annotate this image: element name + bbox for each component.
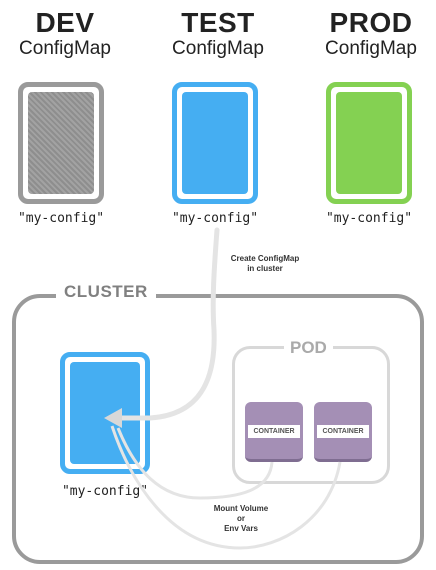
test-config-name: "my-config" [171,211,259,226]
env-test-title: TEST [181,7,255,38]
prod-configmap-card [326,82,412,204]
test-configmap-fill [182,92,248,194]
mount-note-line3: Env Vars [224,524,258,533]
dev-config-name: "my-config" [17,211,105,226]
create-note-line1: Create ConfigMap [230,254,300,263]
pod-label: POD [284,338,333,358]
env-prod-kind: ConfigMap [325,38,417,59]
dev-configmap-card [18,82,104,204]
create-configmap-note: Create ConfigMap in cluster [210,254,320,274]
dev-configmap-fill [28,92,94,194]
test-configmap-card [172,82,258,204]
env-prod-title: PROD [329,7,413,38]
prod-config-name: "my-config" [325,211,413,226]
container-2: CONTAINER [314,402,372,462]
mount-arrow-container-1 [116,427,274,500]
container-1-label: CONTAINER [248,425,300,438]
env-test-header: TEST ConfigMap [158,8,278,60]
env-dev-kind: ConfigMap [19,38,111,59]
mount-note-line1: Mount Volume [213,504,269,513]
mount-volume-note: Mount Volume or Env Vars [196,504,286,534]
cluster-box [12,294,424,564]
create-configmap-arrow [115,227,220,421]
cluster-config-name: "my-config" [61,484,149,499]
env-dev-header: DEV ConfigMap [5,8,125,60]
container-2-label: CONTAINER [317,425,369,438]
create-arrow-head [104,408,122,428]
env-dev-title: DEV [35,7,95,38]
create-note-line2: in cluster [247,264,283,273]
env-test-kind: ConfigMap [172,38,264,59]
prod-configmap-fill [336,92,402,194]
cluster-label: CLUSTER [56,282,156,302]
mount-note-line2: or [237,514,245,523]
mount-arrow-container-2 [110,425,342,550]
env-prod-header: PROD ConfigMap [311,8,431,60]
container-1: CONTAINER [245,402,303,462]
